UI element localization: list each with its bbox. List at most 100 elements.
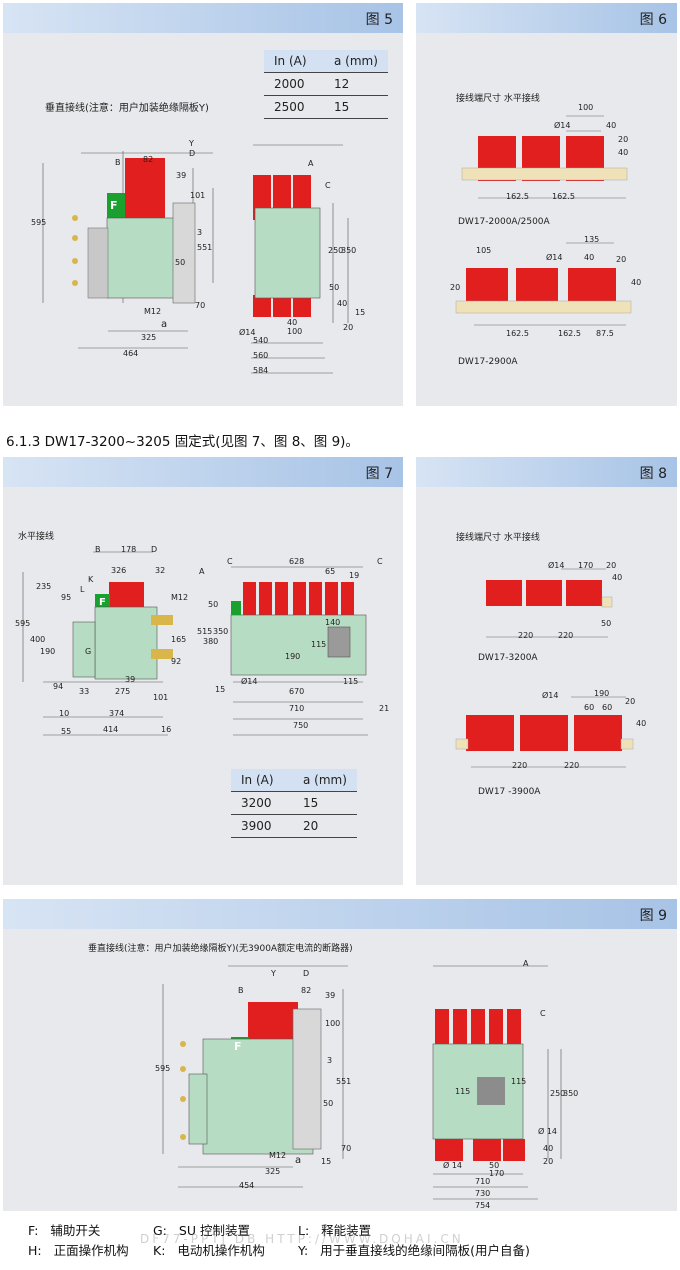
dim-label: 70	[341, 1144, 352, 1153]
model-label: DW17 -3900A	[478, 787, 541, 797]
col-header: In (A)	[274, 54, 307, 68]
dim-label: B	[115, 158, 121, 167]
dim-label: 40	[287, 318, 298, 327]
table-cell: 12	[334, 77, 350, 91]
legend-key: K:	[153, 1243, 166, 1258]
dim-label: C	[227, 557, 233, 566]
col-header: a (mm)	[334, 54, 378, 68]
figure-note: 垂直接线(注意：用户加装绝缘隔板Y)(无3900A额定电流的断路器)	[88, 944, 353, 954]
table-cell: 3200	[241, 796, 272, 810]
dim-label: 551	[197, 243, 213, 252]
dim-label: 326	[111, 566, 127, 575]
legend-item: L: 释能装置	[298, 1220, 371, 1239]
figure-8-panel: 图 8 接线端尺寸 水平接线 Ø14 170 20 40 220 220 50 …	[416, 457, 677, 885]
dim-label: 92	[171, 657, 182, 666]
dim-label: 464	[123, 349, 139, 358]
dim-label: 82	[143, 155, 154, 164]
figure-9-header: 图 9	[3, 899, 677, 929]
dim-label: L	[80, 585, 85, 594]
terminal-drawing-top	[461, 115, 628, 199]
dim-label: 325	[265, 1167, 281, 1176]
dim-label: 730	[475, 1189, 491, 1198]
side-view-drawing	[42, 151, 214, 349]
dim-label: 50	[329, 283, 340, 292]
dim-label: 20	[606, 561, 617, 570]
dim-label: 50	[175, 258, 186, 267]
dim-label: 178	[121, 545, 137, 554]
table-row: 3900 20	[231, 815, 357, 837]
dim-label: 162.5	[558, 329, 581, 338]
legend-key: G:	[153, 1223, 167, 1238]
dim-label: 115	[311, 640, 327, 649]
legend-value: 电动机操作机构	[177, 1243, 265, 1258]
dim-label: 220	[558, 631, 574, 640]
dim-label: 750	[293, 721, 309, 730]
table-row: 2000 12	[264, 73, 388, 95]
model-label: DW17-2000A/2500A	[458, 217, 550, 227]
dim-label: 595	[155, 1064, 171, 1073]
dim-label: 50	[601, 619, 612, 628]
busbar	[125, 158, 165, 218]
terminal-drawing-bottom	[455, 242, 632, 326]
dim-label: 162.5	[506, 329, 529, 338]
dim-label: 105	[476, 246, 492, 255]
legend-item: Y: 用于垂直接线的绝缘间隔板(用户自备)	[298, 1240, 530, 1259]
rating-table: In (A) a (mm) 3200 15 3900 20	[231, 769, 357, 838]
dim-label: 10	[59, 709, 70, 718]
table-cell: 15	[303, 796, 319, 810]
legend-key: Y:	[298, 1243, 309, 1258]
figure-note: 水平接线	[18, 532, 55, 542]
dim-label: 220	[512, 761, 528, 770]
figure-label: 图 7	[365, 466, 393, 482]
figure-label: 图 6	[639, 12, 667, 28]
legend-key: H:	[28, 1243, 42, 1258]
legend-item: G: SU 控制装置	[153, 1220, 250, 1239]
legend-value: 正面操作机构	[53, 1243, 129, 1258]
dim-label: 3	[327, 1056, 333, 1065]
dim-label: 20	[450, 283, 461, 292]
table-header: In (A) a (mm)	[231, 769, 357, 791]
dim-label: 32	[155, 566, 166, 575]
aux-switch-label: F	[99, 597, 106, 608]
dim-label: 135	[584, 235, 600, 244]
dim-label: D	[151, 545, 158, 554]
dim-label: 374	[109, 709, 125, 718]
dim-label: 754	[475, 1201, 491, 1210]
dim-label: 220	[518, 631, 534, 640]
figure-6-panel: 图 6 接线端尺寸 水平接线 100 40 Ø14 20 40 162.5 16…	[416, 3, 677, 406]
terminal-drawing-bottom	[455, 696, 634, 768]
dim-label: A	[523, 959, 529, 968]
legend-item: F: 辅助开关	[28, 1220, 100, 1239]
figure-7-panel: 图 7 水平接线 B 178 D 326 32 235 K L 95 595 4…	[3, 457, 403, 885]
dim-label: B	[95, 545, 101, 554]
dim-label: 20	[618, 135, 629, 144]
dim-label: Ø14	[239, 328, 256, 337]
dim-label: 3	[197, 228, 203, 237]
dim-label: 100	[325, 1019, 341, 1028]
legend-value: 用于垂直接线的绝缘间隔板(用户自备)	[320, 1243, 530, 1258]
dim-label: M12	[269, 1151, 287, 1160]
dim-label: 595	[31, 218, 47, 227]
dim-label: 40	[618, 148, 629, 157]
side-view-drawing	[22, 551, 173, 736]
dim-label: 100	[287, 327, 303, 336]
breaker-body	[106, 217, 178, 299]
dim-label: 50	[489, 1161, 500, 1170]
rating-table: In (A) a (mm) 2000 12 2500 15	[264, 50, 388, 119]
front-view-drawing	[230, 566, 368, 736]
dim-label: 170	[489, 1169, 505, 1178]
dim-label: 595	[15, 619, 31, 628]
dim-label: 40	[584, 253, 595, 262]
dim-label: C	[325, 181, 331, 190]
dim-label: A	[308, 159, 314, 168]
table-cell: 3900	[241, 819, 272, 833]
table-cell: 15	[334, 100, 350, 114]
legend-value: 辅助开关	[50, 1223, 101, 1238]
figure-label: 图 5	[365, 12, 393, 28]
figure-7-header: 图 7	[3, 457, 403, 487]
dim-label: 162.5	[552, 192, 575, 201]
dim-label: 540	[253, 336, 269, 345]
dim-label: 60	[602, 703, 613, 712]
dim-label: 19	[349, 571, 360, 580]
dim-label: 60	[584, 703, 595, 712]
